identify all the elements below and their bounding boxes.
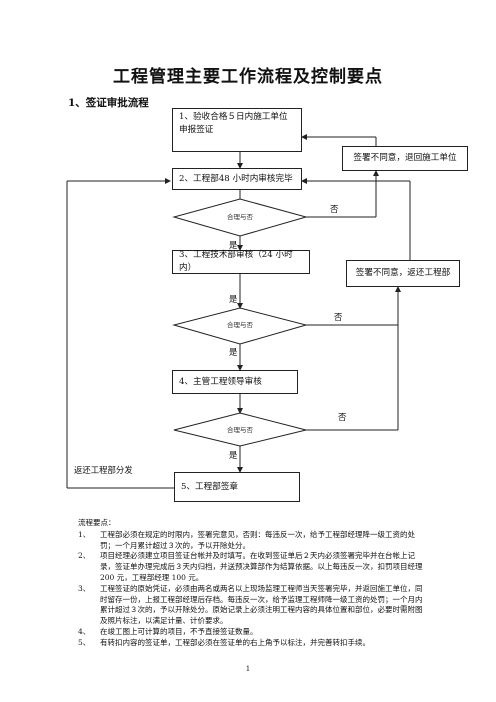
- step-2-label: 2、工程部48 小时内审核完毕: [179, 173, 293, 184]
- decision-diamond-3: [173, 412, 307, 447]
- yes-label-2: 是: [229, 294, 238, 304]
- notes-header: 流程要点：: [78, 518, 116, 527]
- no-label-3: 否: [338, 412, 347, 422]
- note-item: 4、 在竣工图上可计算的项目，不予直接签证数量。: [78, 627, 428, 638]
- step-2-box: 2、工程部48 小时内审核完毕: [172, 168, 302, 190]
- note-item: 3、 工程签证的原始凭证，必须由两名或两名以上现场监理工程师当天签署完毕，并返回…: [78, 584, 428, 627]
- note-number: 1、: [78, 529, 91, 539]
- note-number: 2、: [78, 551, 91, 561]
- note-text: 在竣工图上可计算的项目，不予直接签证数量。: [100, 626, 258, 636]
- no-label-1: 否: [330, 204, 339, 214]
- note-number: 3、: [78, 583, 91, 593]
- step-1-label: 1、验收合格５日内施工单位申报签证: [179, 112, 288, 135]
- reject-2-box: 签署不同意，返还工程部: [346, 260, 460, 287]
- reject-1-label: 签署不同意，退回施工单位: [353, 153, 457, 163]
- step-1-box: 1、验收合格５日内施工单位申报签证: [172, 108, 302, 152]
- note-item: 2、 项目经理必须建立项目签证台帐并及时填写。在收到签证单后２天内必须签署完毕并…: [78, 551, 428, 583]
- process-notes: 流程要点： 1、 工程部必须在规定的时限内，签署完意见，否则：每违反一次，给予工…: [78, 518, 428, 649]
- note-text: 有转扣内容的签证单，工程部必须在签证单的右上角予以标注，并完善转扣手续。: [100, 637, 370, 647]
- no-label-2: 否: [334, 312, 343, 322]
- yes-label-1: 是: [229, 240, 238, 250]
- step-3-label: 3、工程技术部审核（24 小时内）: [179, 250, 293, 273]
- decision-1-label: 合理与否: [227, 213, 253, 221]
- step-3-box: 3、工程技术部审核（24 小时内）: [172, 250, 310, 274]
- yes-label-3: 是: [229, 347, 238, 357]
- return-label: 返还工程部分发: [74, 465, 133, 475]
- decision-3-label: 合理与否: [227, 426, 253, 434]
- note-number: 5、: [78, 637, 91, 647]
- step-4-box: 4、主管工程领导审核: [172, 370, 298, 394]
- step-4-label: 4、主管工程领导审核: [179, 376, 262, 387]
- step-5-label: 5、工程部签章: [181, 481, 239, 492]
- note-number: 4、: [78, 626, 91, 636]
- decision-diamond-2: [172, 307, 308, 345]
- note-item: 5、 有转扣内容的签证单，工程部必须在签证单的右上角予以标注，并完善转扣手续。: [78, 638, 428, 649]
- page-title: 工程管理主要工作流程及控制要点: [113, 67, 383, 87]
- note-text: 工程签证的原始凭证，必须由两名或两名以上现场监理工程师当天签署完毕，并返回施工单…: [100, 583, 423, 626]
- decision-diamond-1: [172, 198, 308, 237]
- reject-2-label: 签署不同意，返还工程部: [355, 268, 451, 278]
- decision-2-label: 合理与否: [227, 321, 253, 329]
- note-text: 工程部必须在规定的时限内，签署完意见，否则：每违反一次，给予工程部经理降一级工资…: [100, 529, 415, 550]
- note-item: 1、 工程部必须在规定的时限内，签署完意见，否则：每违反一次，给予工程部经理降一…: [78, 530, 428, 552]
- reject-1-box: 签署不同意，退回施工单位: [342, 146, 468, 171]
- note-text: 项目经理必须建立项目签证台帐并及时填写。在收到签证单后２天内必须签署完毕并在台帐…: [100, 551, 423, 582]
- page-number: 1: [245, 665, 251, 673]
- yes-label-4: 是: [229, 450, 238, 460]
- section-heading: 1、签证审批流程: [68, 97, 149, 109]
- step-5-box: 5、工程部签章: [174, 472, 300, 502]
